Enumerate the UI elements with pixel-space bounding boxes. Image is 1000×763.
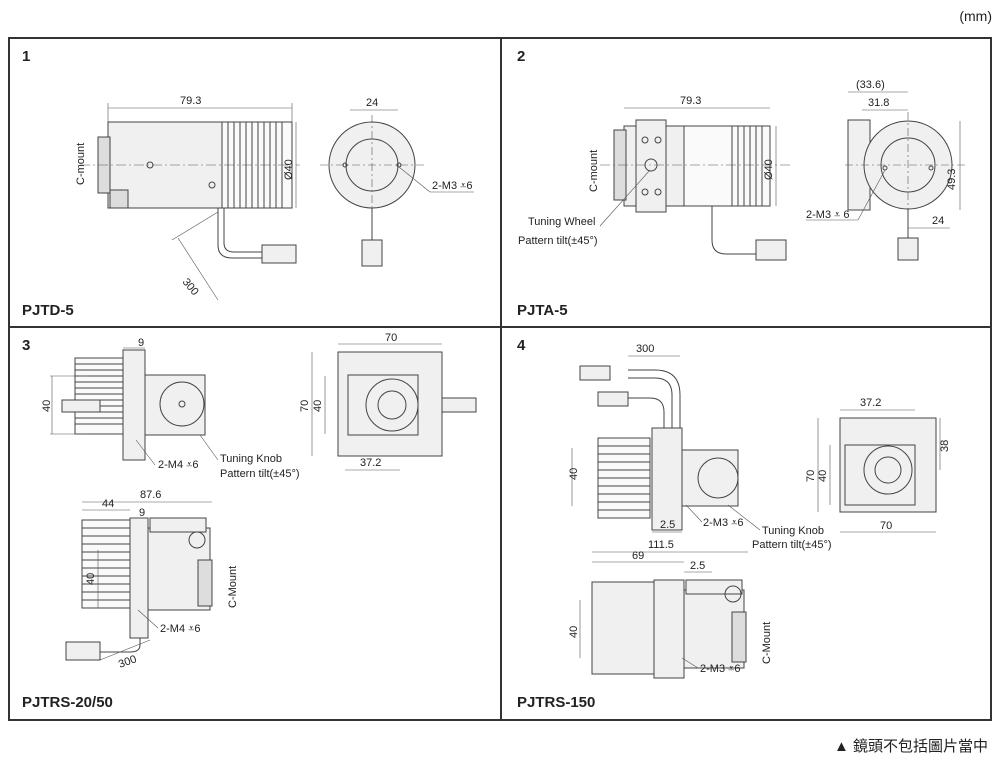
panel-4-dim-w70: 70 bbox=[880, 520, 892, 532]
panel-2-wheel-label: Tuning Wheel bbox=[528, 216, 595, 228]
panel-3-dim-h40: 40 bbox=[41, 400, 53, 412]
panel-2-tilt-label: Pattern tilt(±45°) bbox=[518, 235, 598, 247]
panel-1-screw-label: 2-M3 ⩡6 bbox=[432, 180, 472, 192]
panel-2-dim-diameter: Ø40 bbox=[763, 159, 775, 180]
panel-4-dim-h40b: 40 bbox=[817, 470, 829, 482]
vertical-divider bbox=[500, 37, 502, 721]
panel-2-mount-label: C-mount bbox=[588, 150, 600, 192]
panel-1-number: 1 bbox=[22, 48, 31, 65]
panel-3-dim-w37: 37.2 bbox=[360, 457, 381, 469]
panel-2-screw-label: 2-M3 ⩡ 6 bbox=[806, 209, 850, 221]
panel-4-dim-len1115: 111.5 bbox=[648, 539, 674, 551]
panel-1-mount-label: C-mount bbox=[75, 143, 87, 185]
panel-1-cable-length: 300 bbox=[180, 276, 201, 298]
panel-4-dim-len69: 69 bbox=[632, 550, 644, 562]
panel-3-dim-len44: 44 bbox=[102, 498, 114, 510]
panel-1-model: PJTD-5 bbox=[22, 302, 74, 319]
panel-2-number: 2 bbox=[517, 48, 526, 65]
panel-1-drawing: 79.3 Ø40 C-mount 300 24 2-M3 ⩡6 bbox=[75, 95, 474, 301]
panel-4-dim-h38: 38 bbox=[939, 440, 951, 452]
panel-3-dim-len876: 87.6 bbox=[140, 489, 161, 501]
panel-3-screw1-label: 2-M4 ⩡6 bbox=[158, 459, 198, 471]
panel-4-dim-w372: 37.2 bbox=[860, 397, 881, 409]
panel-1-dim-length: 79.3 bbox=[180, 95, 201, 107]
panel-4-dim-w25: 2.5 bbox=[660, 519, 675, 531]
panel-3-dim-top9: 9 bbox=[138, 337, 144, 349]
panel-2-dim-height: 49.3 bbox=[946, 169, 958, 190]
panel-2-dim-w2: 24 bbox=[932, 215, 944, 227]
panel-4-dim-b25: 2.5 bbox=[690, 560, 705, 572]
panel-4-drawing: 300 40 2.5 2-M3 ⩡6 Tuning Knob Pattern t… bbox=[568, 343, 951, 679]
panel-3-mount-label: C-Mount bbox=[227, 566, 239, 608]
panel-3-model: PJTRS-20/50 bbox=[22, 694, 113, 711]
panel-3-dim-side70: 70 bbox=[299, 400, 311, 412]
panel-3-screw2-label: 2-M4 ⩡6 bbox=[160, 623, 200, 635]
panel-4-cable-length: 300 bbox=[636, 343, 654, 355]
panel-4-tilt-label: Pattern tilt(±45°) bbox=[752, 539, 832, 551]
panel-4-model: PJTRS-150 bbox=[517, 694, 596, 711]
panel-3-knob-label: Tuning Knob bbox=[220, 453, 282, 465]
panel-2-model: PJTA-5 bbox=[517, 302, 568, 319]
panel-3-drawing: 40 9 2-M4 ⩡6 Tuning Knob Pattern tilt(±4… bbox=[41, 332, 477, 671]
panel-4-dim-h40: 40 bbox=[568, 468, 580, 480]
horizontal-divider bbox=[8, 326, 992, 328]
panel-4-knob-label: Tuning Knob bbox=[762, 525, 824, 537]
panel-3-dim-top70: 70 bbox=[385, 332, 397, 344]
panel-2-dim-length: 79.3 bbox=[680, 95, 701, 107]
panel-2-drawing: 79.3 Ø40 C-mount Tuning Wheel Pattern ti… bbox=[518, 79, 965, 261]
panel-4-dim-b40: 40 bbox=[568, 626, 580, 638]
panel-3-cable-length: 300 bbox=[117, 653, 138, 671]
panel-4-screw1-label: 2-M3 ⩡6 bbox=[703, 517, 743, 529]
panel-4-screw2-label: 2-M3 ⩡6 bbox=[700, 663, 740, 675]
panel-3-dim-b9: 9 bbox=[139, 507, 145, 519]
panel-3-number: 3 bbox=[22, 337, 31, 354]
panel-4-mount-label: C-Mount bbox=[761, 622, 773, 664]
panel-4-number: 4 bbox=[517, 337, 526, 354]
panel-2-dim-ref: (33.6) bbox=[856, 79, 885, 91]
panel-2-dim-w1: 31.8 bbox=[868, 97, 889, 109]
footer-note: ▲ 鏡頭不包括圖片當中 bbox=[833, 738, 988, 755]
panel-3-dim-b40: 40 bbox=[85, 573, 97, 585]
panel-3-dim-side40: 40 bbox=[312, 400, 324, 412]
unit-label: (mm) bbox=[959, 8, 992, 24]
panel-3-tilt-label: Pattern tilt(±45°) bbox=[220, 468, 300, 480]
panel-1-dim-diameter: Ø40 bbox=[283, 159, 295, 180]
panel-4-dim-h70: 70 bbox=[805, 470, 817, 482]
panel-1-dim-width: 24 bbox=[366, 97, 378, 109]
